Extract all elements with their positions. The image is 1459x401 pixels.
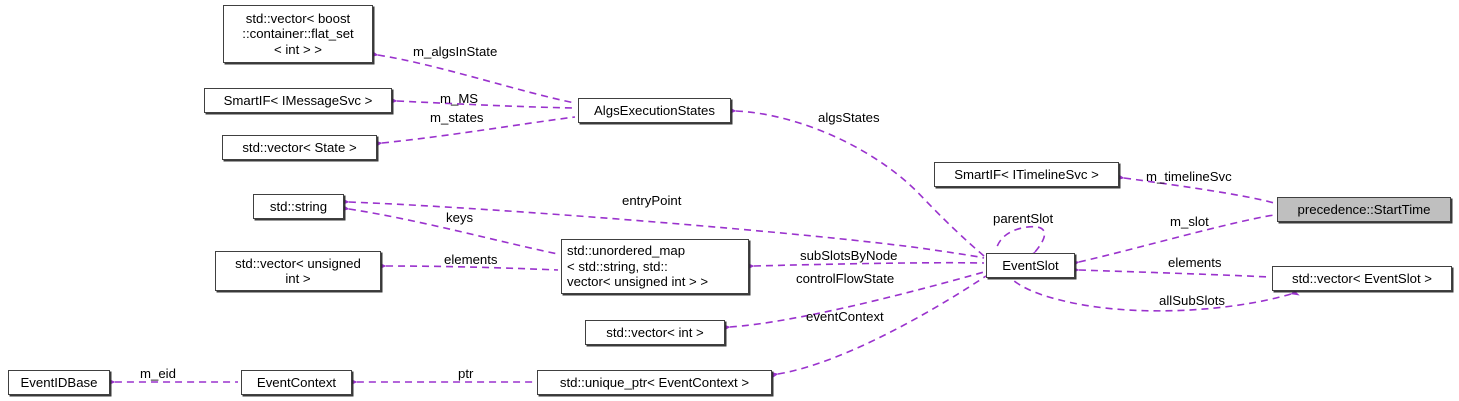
edge-label-e-keys: keys xyxy=(446,210,474,225)
edge-label-e-m_timelineSvc: m_timelineSvc xyxy=(1146,169,1232,184)
class-node-smartif_imessagesvc[interactable]: SmartIF< IMessageSvc > xyxy=(204,88,392,113)
class-node-vec_unsigned_int[interactable]: std::vector< unsigned int > xyxy=(215,251,381,291)
edge-e-m_MS xyxy=(388,96,576,109)
edge-e-allSubSlots xyxy=(1012,279,1300,312)
edge-label-e-controlFlowState: controlFlowState xyxy=(796,271,895,286)
class-node-vec_state[interactable]: std::vector< State > xyxy=(222,135,377,160)
class-node-vec_eventslot[interactable]: std::vector< EventSlot > xyxy=(1272,266,1452,291)
class-node-smartif_itimelinesvc[interactable]: SmartIF< ITimelineSvc > xyxy=(934,162,1119,187)
edge-label-e-eventContext: eventContext xyxy=(806,309,884,324)
class-node-std_string[interactable]: std::string xyxy=(253,194,344,219)
class-node-algs_execution_states[interactable]: AlgsExecutionStates xyxy=(578,98,731,123)
edge-label-e-m_states: m_states xyxy=(430,110,484,125)
class-node-event_id_base[interactable]: EventIDBase xyxy=(8,370,110,395)
edge-label-e-m_slot: m_slot xyxy=(1170,214,1209,229)
edge-e-parentSlot xyxy=(995,225,1046,261)
class-node-vec_int[interactable]: std::vector< int > xyxy=(585,320,725,345)
edge-label-e-ptr: ptr xyxy=(458,366,474,381)
edge-label-e-parentSlot: parentSlot xyxy=(993,211,1054,226)
class-node-unique_ptr_eventcontext[interactable]: std::unique_ptr< EventContext > xyxy=(537,370,772,395)
class-node-event_slot[interactable]: EventSlot xyxy=(986,253,1075,278)
edge-label-e-m_eid: m_eid xyxy=(140,366,176,381)
edge-label-e-m_MS: m_MS xyxy=(440,91,479,106)
class-node-unordered_map[interactable]: std::unordered_map < std::string, std:: … xyxy=(561,239,749,294)
edge-e-elements-eventslot xyxy=(1070,265,1270,278)
edge-label-e-elements-eventslot: elements xyxy=(1168,255,1222,270)
edge-label-e-m_algsInState: m_algsInState xyxy=(413,44,498,59)
class-node-vec_flat_set[interactable]: std::vector< boost ::container::flat_set… xyxy=(223,5,373,63)
edge-label-e-elements-map: elements xyxy=(444,252,498,267)
edge-e-subSlotsByNode xyxy=(745,261,985,271)
edge-label-e-entryPoint: entryPoint xyxy=(622,193,682,208)
edge-label-e-allSubSlots: allSubSlots xyxy=(1159,293,1225,308)
edge-label-e-subSlotsByNode: subSlotsByNode xyxy=(800,248,898,263)
class-node-event_context[interactable]: EventContext xyxy=(241,370,352,395)
edge-e-eventContext xyxy=(769,275,987,380)
edge-label-e-algsStates: algsStates xyxy=(818,110,880,125)
class-node-precedence_starttime[interactable]: precedence::StartTime xyxy=(1277,197,1451,222)
